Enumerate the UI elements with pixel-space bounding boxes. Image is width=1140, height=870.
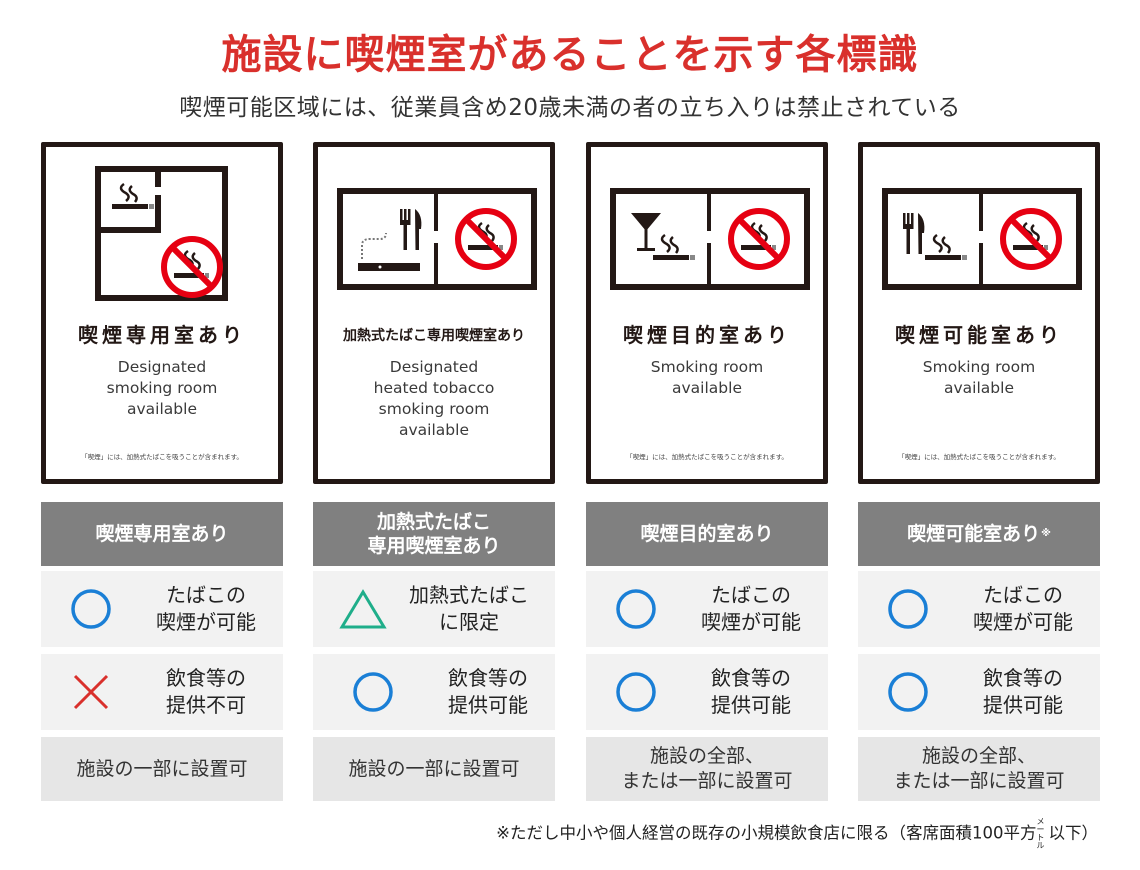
footnote-mark: ※ (1041, 528, 1051, 539)
smoking-text: たばこの 喫煙が可能 (701, 583, 801, 634)
column-header: 喫煙可能室あり※ (858, 502, 1100, 566)
smoking-row: たばこの 喫煙が可能 (586, 571, 828, 647)
circle-mark-icon (71, 589, 111, 629)
footnote-suffix: 以下） (1048, 823, 1099, 843)
placement-text: 施設の全部、 または一部に設置可 (586, 737, 828, 801)
footnote-unit: メートル (1036, 817, 1045, 850)
food-row: 飲食等の 提供可能 (858, 654, 1100, 730)
circle-mark-icon (616, 589, 656, 629)
smoking-text: たばこの 喫煙が可能 (973, 583, 1073, 634)
circle-mark-icon (888, 672, 928, 712)
column-header-label: 喫煙目的室あり (640, 523, 774, 545)
column-designated-smoking-room: 喫煙専用室あり Designated smoking room availabl… (41, 142, 283, 801)
column-header: 喫煙専用室あり (41, 502, 283, 566)
page-subtitle: 喫煙可能区域には、従業員含め20歳未満の者の立ち入りは禁止されている (179, 95, 961, 121)
footnote: ※ただし中小や個人経営の既存の小規模飲食店に限る（客席面積100平方メートル以下… (496, 818, 1098, 850)
smoking-row: 加熱式たばこ に限定 (313, 571, 555, 647)
circle-mark-icon (353, 672, 393, 712)
column-smoking-allowed-room: 喫煙可能室あり Smoking room available 「喫煙」には、加熱… (858, 142, 1100, 801)
column-header-label: 喫煙専用室あり (95, 523, 229, 545)
column-header-label: 喫煙可能室あり (907, 523, 1041, 545)
sign-smoking-allowed-room: 喫煙可能室あり Smoking room available 「喫煙」には、加熱… (858, 142, 1100, 484)
food-row: 飲食等の 提供可能 (313, 654, 555, 730)
sign-designated-smoking-room: 喫煙専用室あり Designated smoking room availabl… (41, 142, 283, 484)
placement-text: 施設の全部、 または一部に設置可 (858, 737, 1100, 801)
food-text: 飲食等の 提供可能 (711, 666, 791, 717)
food-text: 飲食等の 提供可能 (448, 666, 528, 717)
sign-en-label: Designated heated tobacco smoking room a… (373, 358, 495, 439)
sign-en-label: Designated smoking room available (106, 358, 218, 418)
cross-mark-icon (73, 674, 109, 710)
column-heated-tobacco-room: 加熱式たばこ専用喫煙室あり Designated heated tobacco … (313, 142, 555, 801)
smoking-row: たばこの 喫煙が可能 (858, 571, 1100, 647)
sign-en-label: Smoking room available (650, 358, 764, 397)
food-text: 飲食等の 提供可能 (983, 666, 1063, 717)
floorplan-smoking-room-icon (95, 166, 228, 301)
sign-note: 「喫煙」には、加熱式たばこを吸うことが含まれます。 (81, 453, 243, 461)
food-row: 飲食等の 提供可能 (586, 654, 828, 730)
circle-mark-icon (888, 589, 928, 629)
food-row: 飲食等の 提供不可 (41, 654, 283, 730)
sign-en-label: Smoking room available (922, 358, 1036, 397)
sign-note: 「喫煙」には、加熱式たばこを吸うことが含まれます。 (626, 453, 788, 461)
triangle-mark-icon (339, 589, 387, 629)
sign-heated-tobacco-room: 加熱式たばこ専用喫煙室あり Designated heated tobacco … (313, 142, 555, 484)
cocktail-cigarette-icon (610, 188, 810, 290)
page-title: 施設に喫煙室があることを示す各標識 (221, 32, 919, 78)
smoking-row: たばこの 喫煙が可能 (41, 571, 283, 647)
sign-jp-label: 喫煙可能室あり (895, 323, 1063, 347)
circle-mark-icon (616, 672, 656, 712)
column-smoking-purpose-room: 喫煙目的室あり Smoking room available 「喫煙」には、加熱… (586, 142, 828, 801)
smoking-text: たばこの 喫煙が可能 (156, 583, 256, 634)
heated-tobacco-dining-icon (337, 188, 537, 290)
sign-jp-label: 加熱式たばこ専用喫煙室あり (343, 328, 525, 344)
placement-text: 施設の一部に設置可 (313, 737, 555, 801)
sign-note: 「喫煙」には、加熱式たばこを吸うことが含まれます。 (898, 453, 1060, 461)
column-header: 加熱式たばこ 専用喫煙室あり (313, 502, 555, 566)
sign-jp-label: 喫煙専用室あり (78, 323, 246, 347)
smoking-text: 加熱式たばこ に限定 (409, 583, 529, 634)
column-header-label: 加熱式たばこ 専用喫煙室あり (367, 511, 501, 557)
column-header: 喫煙目的室あり (586, 502, 828, 566)
placement-text: 施設の一部に設置可 (41, 737, 283, 801)
footnote-text: ※ただし中小や個人経営の既存の小規模飲食店に限る（客席面積100平方 (496, 823, 1037, 843)
sign-smoking-purpose-room: 喫煙目的室あり Smoking room available 「喫煙」には、加熱… (586, 142, 828, 484)
sign-jp-label: 喫煙目的室あり (623, 323, 791, 347)
fork-knife-cigarette-icon (882, 188, 1082, 290)
food-text: 飲食等の 提供不可 (166, 666, 246, 717)
